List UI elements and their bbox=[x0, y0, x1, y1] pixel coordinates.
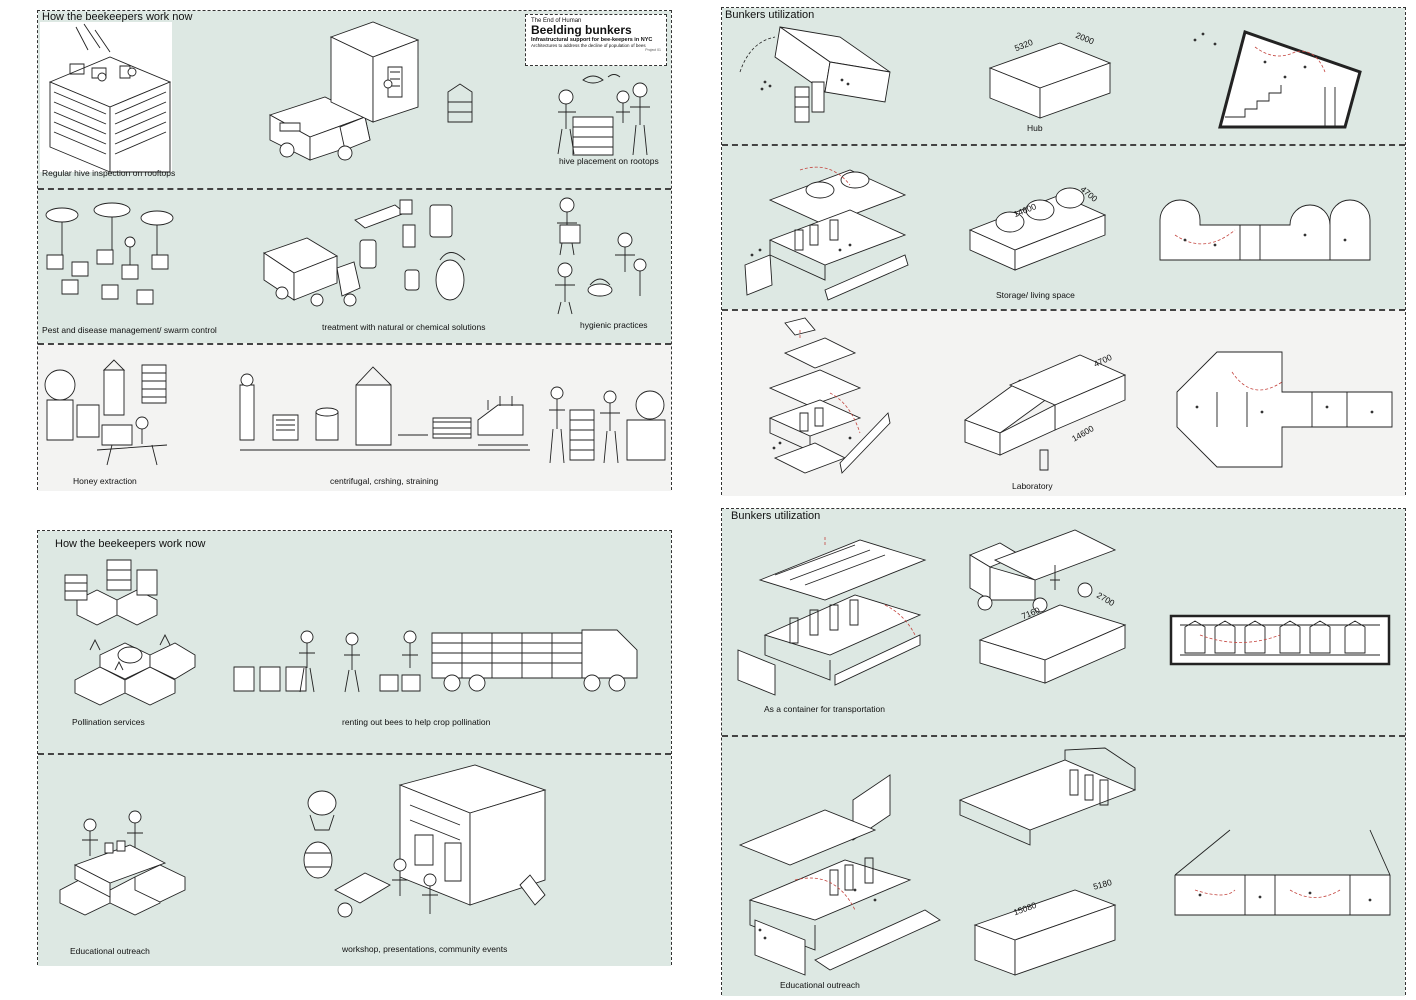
hub-exploded-axonometric bbox=[740, 22, 900, 127]
caption-educational: Educational outreach bbox=[70, 946, 150, 956]
edu-bunker-volume-axonometric bbox=[970, 885, 1120, 980]
caption-hive-placement: hive placement on rootops bbox=[559, 156, 659, 166]
caption-pest-management: Pest and disease management/ swarm contr… bbox=[42, 325, 217, 335]
semi-truck-illustration bbox=[262, 238, 362, 318]
caption-edu-bunker: Educational outreach bbox=[780, 980, 860, 990]
hub-volume-axonometric bbox=[985, 38, 1115, 123]
section-title: How the beekeepers work now bbox=[55, 538, 206, 550]
edu-bunker-interior-axonometric bbox=[955, 745, 1140, 850]
honey-shop-illustration bbox=[300, 765, 555, 925]
project-title: Beelding bunkers bbox=[531, 23, 632, 37]
honey-extraction-equipment-illustration bbox=[42, 355, 172, 470]
caption-honey-extraction: Honey extraction bbox=[73, 476, 137, 486]
caption-hygienic: hygienic practices bbox=[580, 320, 648, 330]
caption-renting: renting out bees to help crop pollinatio… bbox=[342, 717, 491, 727]
project-credit: Project 01 bbox=[645, 48, 661, 52]
container-truck-axonometric bbox=[965, 525, 1135, 685]
project-title-block: The End of Human Beelding bunkers Infras… bbox=[525, 14, 667, 66]
storage-exploded-axonometric bbox=[740, 155, 915, 300]
container-exploded-axonometric bbox=[735, 530, 935, 700]
apiary-garden-illustration bbox=[42, 200, 182, 310]
caption-treatment: treatment with natural or chemical solut… bbox=[322, 322, 486, 332]
project-tagline: Architectures to address the decline of … bbox=[531, 43, 646, 48]
caption-laboratory: Laboratory bbox=[1012, 481, 1053, 491]
honey-processing-workers-illustration bbox=[545, 385, 670, 465]
caption-pollination: Pollination services bbox=[72, 717, 145, 727]
edu-bunker-exploded-axonometric bbox=[735, 770, 950, 985]
storage-plan-drawing bbox=[1155, 195, 1390, 265]
educational-hexagon-stall-illustration bbox=[55, 805, 190, 925]
hub-section-drawing bbox=[1193, 22, 1370, 130]
caption-workshop: workshop, presentations, community event… bbox=[342, 944, 508, 954]
section-title: Bunkers utilization bbox=[725, 9, 815, 21]
beekeepers-smoking-illustration bbox=[545, 195, 655, 315]
caption-hive-inspection: Regular hive inspection on rooftops bbox=[42, 168, 176, 178]
renting-bees-illustration bbox=[232, 625, 662, 695]
processing-line-illustration bbox=[238, 360, 533, 460]
storage-cube-illustration bbox=[328, 22, 478, 132]
section-title: Bunkers utilization bbox=[731, 510, 821, 522]
laboratory-plan-drawing bbox=[1172, 352, 1397, 472]
caption-container: As a container for transportation bbox=[764, 704, 885, 714]
hive-placement-illustration bbox=[548, 72, 660, 158]
pollination-hexagons-illustration bbox=[55, 555, 200, 715]
container-elevation-drawing bbox=[1170, 615, 1390, 665]
laboratory-volume-axonometric bbox=[960, 345, 1135, 475]
section-title: How the beekeepers work now bbox=[42, 11, 193, 23]
caption-hub: Hub bbox=[1027, 123, 1043, 133]
caption-centrifugal: centrifugal, crshing, straining bbox=[330, 476, 439, 486]
caption-storage: Storage/ living space bbox=[996, 290, 1075, 300]
rooftop-building-illustration bbox=[40, 22, 172, 172]
storage-volume-axonometric bbox=[965, 180, 1110, 275]
edu-bunker-section-drawing bbox=[1170, 825, 1395, 920]
title-kicker: The End of Human bbox=[531, 18, 582, 24]
laboratory-exploded-axonometric bbox=[760, 318, 895, 488]
project-subtitle: Infrastructural support for bee-keepers … bbox=[531, 37, 653, 43]
spray-equipment-illustration bbox=[345, 195, 475, 313]
